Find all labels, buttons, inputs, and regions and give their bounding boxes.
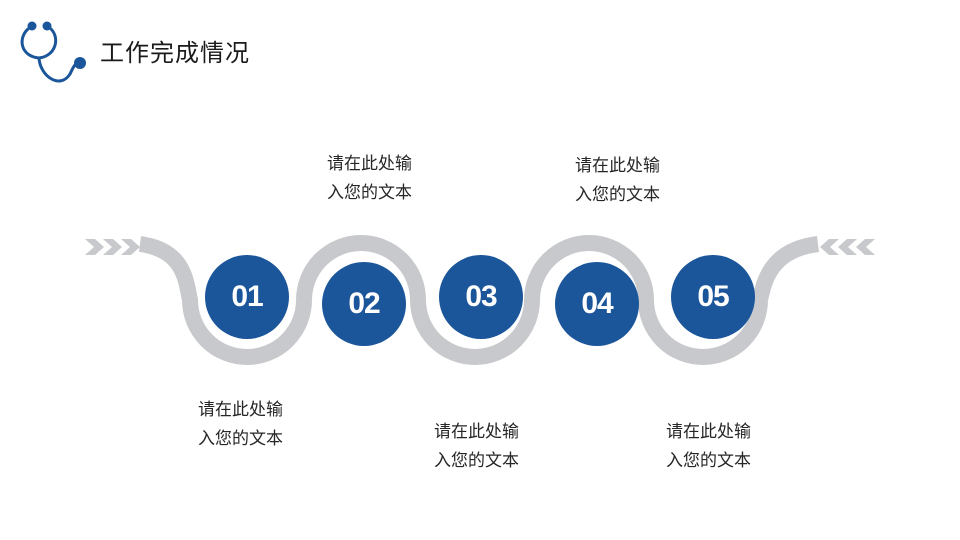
step-04-circle: 04 xyxy=(555,262,639,346)
left-chevrons xyxy=(85,239,140,255)
step-01-circle: 01 xyxy=(205,255,289,339)
step-02-caption-line2: 入您的文本 xyxy=(327,183,412,203)
step-01-caption-line1: 请在此处输 xyxy=(198,400,283,420)
step-03-caption: 请在此处输 入您的文本 xyxy=(434,418,554,476)
step-02-caption: 请在此处输 入您的文本 xyxy=(327,150,447,208)
step-01-caption: 请在此处输 入您的文本 xyxy=(198,396,318,454)
step-05-caption-line1: 请在此处输 xyxy=(666,422,751,442)
step-01-caption-line2: 入您的文本 xyxy=(198,429,283,449)
step-05-caption: 请在此处输 入您的文本 xyxy=(666,418,786,476)
step-04-caption-line1: 请在此处输 xyxy=(575,156,660,176)
step-05-caption-line2: 入您的文本 xyxy=(666,451,751,471)
step-02-circle: 02 xyxy=(322,262,406,346)
wave-band xyxy=(138,235,820,365)
page-title: 工作完成情况 xyxy=(100,39,250,67)
right-chevrons xyxy=(820,239,875,255)
step-05-circle: 05 xyxy=(671,255,755,339)
step-04-caption-line2: 入您的文本 xyxy=(575,185,660,205)
step-02-caption-line1: 请在此处输 xyxy=(327,154,412,174)
step-03-circle: 03 xyxy=(439,255,523,339)
step-03-caption-line1: 请在此处输 xyxy=(434,422,519,442)
step-03-caption-line2: 入您的文本 xyxy=(434,451,519,471)
step-04-caption: 请在此处输 入您的文本 xyxy=(575,152,695,210)
stethoscope-icon xyxy=(20,21,86,83)
